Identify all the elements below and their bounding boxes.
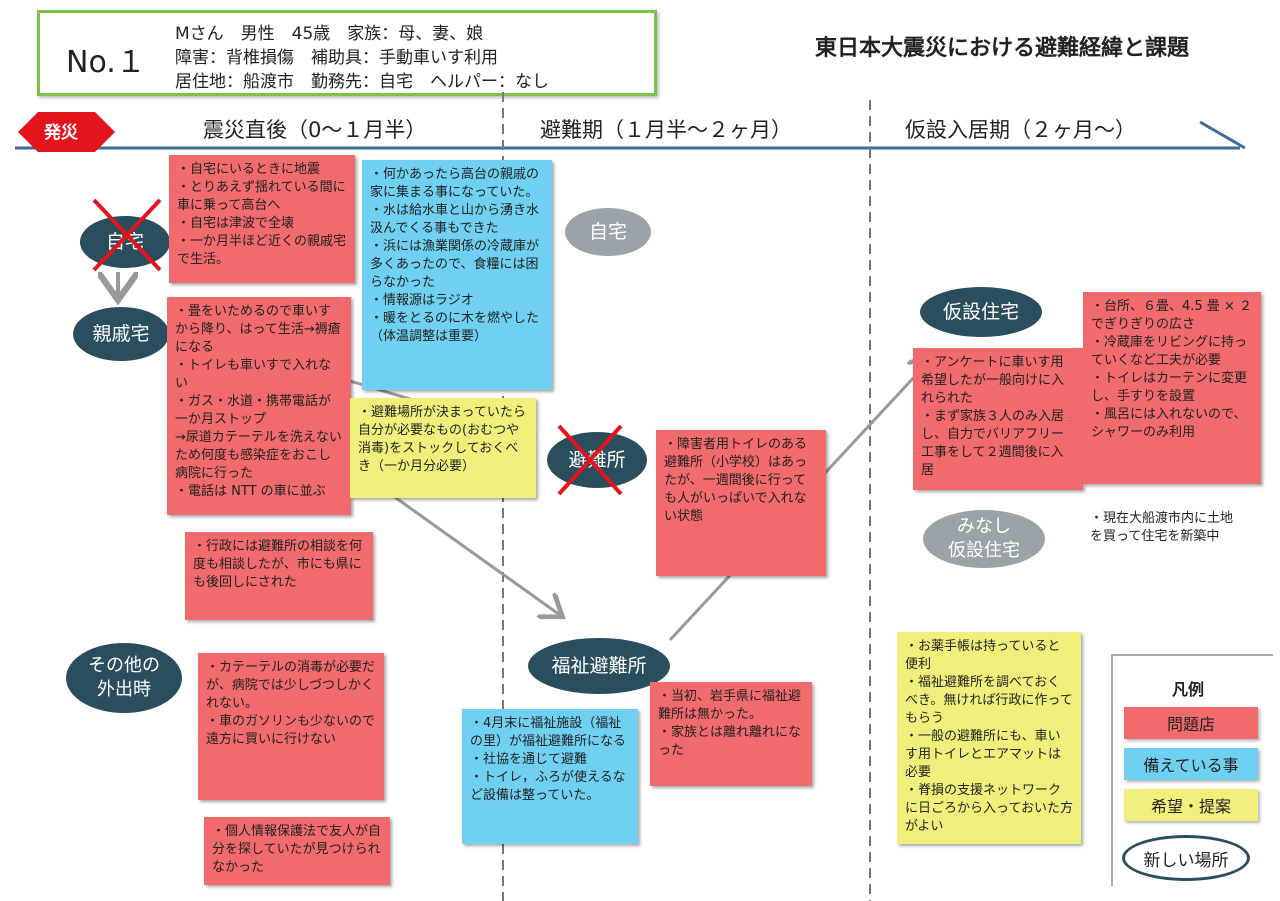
header-box: No.１ Mさん 男性 45歳 家族：母、妻、娘 障害：背椎損傷 補助具：手動車… [37, 10, 657, 96]
place-home: 自宅 [80, 216, 170, 268]
place-deemed-temporary: みなし 仮設住宅 [923, 510, 1045, 568]
place-relative-house: 親戚宅 [73, 307, 169, 361]
legend-prepared: 備えている事 [1124, 748, 1258, 780]
place-temporary-housing: 仮設住宅 [920, 287, 1042, 337]
note-problem: ・アンケートに車いす用希望したが一般向けに入れられた ・まず家族３人のみ入居し、… [913, 348, 1083, 490]
place-home-return: 自宅 [565, 208, 651, 256]
note-problem: ・畳をいためるので車いすから降り、はって生活→褥瘡になる ・トイレも車いすで入れ… [167, 297, 351, 515]
period-temporary: 仮設入居期（２ヶ月～） [905, 118, 1136, 142]
note-problem: ・自宅にいるときに地震 ・とりあえず揺れている間に車に乗って高台へ ・自宅は津波… [169, 155, 355, 283]
legend-suggestion: 希望・提案 [1124, 789, 1258, 821]
note-problem: ・行政には避難所の相談を何度も相談したが、市にも県にも後回しにされた [185, 532, 373, 620]
note-problem: ・個人情報保護法で友人が自分を探していたが見つけられなかった [204, 817, 390, 885]
cross-home-icon [92, 198, 162, 272]
place-other-outing: その他の 外出時 [66, 643, 182, 713]
profile-line-3: 居住地：船渡市 勤務先：自宅 ヘルパー：なし [175, 72, 549, 92]
legend-title: 凡例 [1172, 680, 1205, 699]
note-current-status: ・現在大船渡市内に土地を買って住宅を新築中 [1090, 511, 1234, 544]
period-evacuation: 避難期（１月半～２ヶ月） [540, 118, 792, 142]
cross-shelter-icon [557, 424, 623, 496]
note-suggestion: ・避難場所が決まっていたら自分が必要なもの(おむつや消毒)をストックしておくべき… [350, 398, 536, 498]
note-problem: ・台所、６畳、4.5 畳 × ２でぎりぎりの広さ ・冷蔵庫をリビングに持っていく… [1083, 292, 1261, 484]
timeline-arrowhead [1199, 120, 1246, 150]
profile-line-2: 障害：背椎損傷 補助具：手動車いす利用 [175, 48, 498, 68]
legend-new-place: 新しい場所 [1122, 835, 1250, 881]
note-problem: ・障害者用トイレのある避難所（小学校）はあったが、一週間後に行っても人がいっぱい… [656, 430, 826, 576]
note-problem: ・カテーテルの消毒が必要だが、病院では少しづつしかくれない。 ・車のガソリンも少… [198, 653, 384, 800]
note-problem: ・当初、岩手県に福祉避難所は無かった。 ・家族とは離れ離れになった [650, 682, 812, 786]
page-title: 東日本大震災における避難経緯と課題 [815, 36, 1190, 61]
period-immediate: 震災直後（0～１月半） [203, 118, 427, 142]
profile-line-1: Mさん 男性 45歳 家族：母、妻、娘 [175, 24, 484, 44]
legend-problem: 問題店 [1124, 707, 1258, 739]
note-suggestion: ・お薬手帳は持っていると便利 ・福祉避難所を調べておくべき。無ければ行政に作って… [897, 632, 1081, 844]
start-badge-shape [18, 112, 115, 152]
case-number: No.１ [66, 45, 146, 80]
place-welfare-shelter: 福祉避難所 [528, 638, 670, 694]
note-prepared: ・4月末に福祉施設（福祉の里）が福祉避難所になる ・社協を通じて避難 ・トイレ，… [462, 709, 638, 844]
start-badge-label: 発災 [44, 123, 78, 143]
legend-frame [1111, 654, 1273, 886]
note-prepared: ・何かあったら高台の親戚の家に集まる事になっていた。 ・水は給水車と山から湧き水… [362, 160, 552, 390]
